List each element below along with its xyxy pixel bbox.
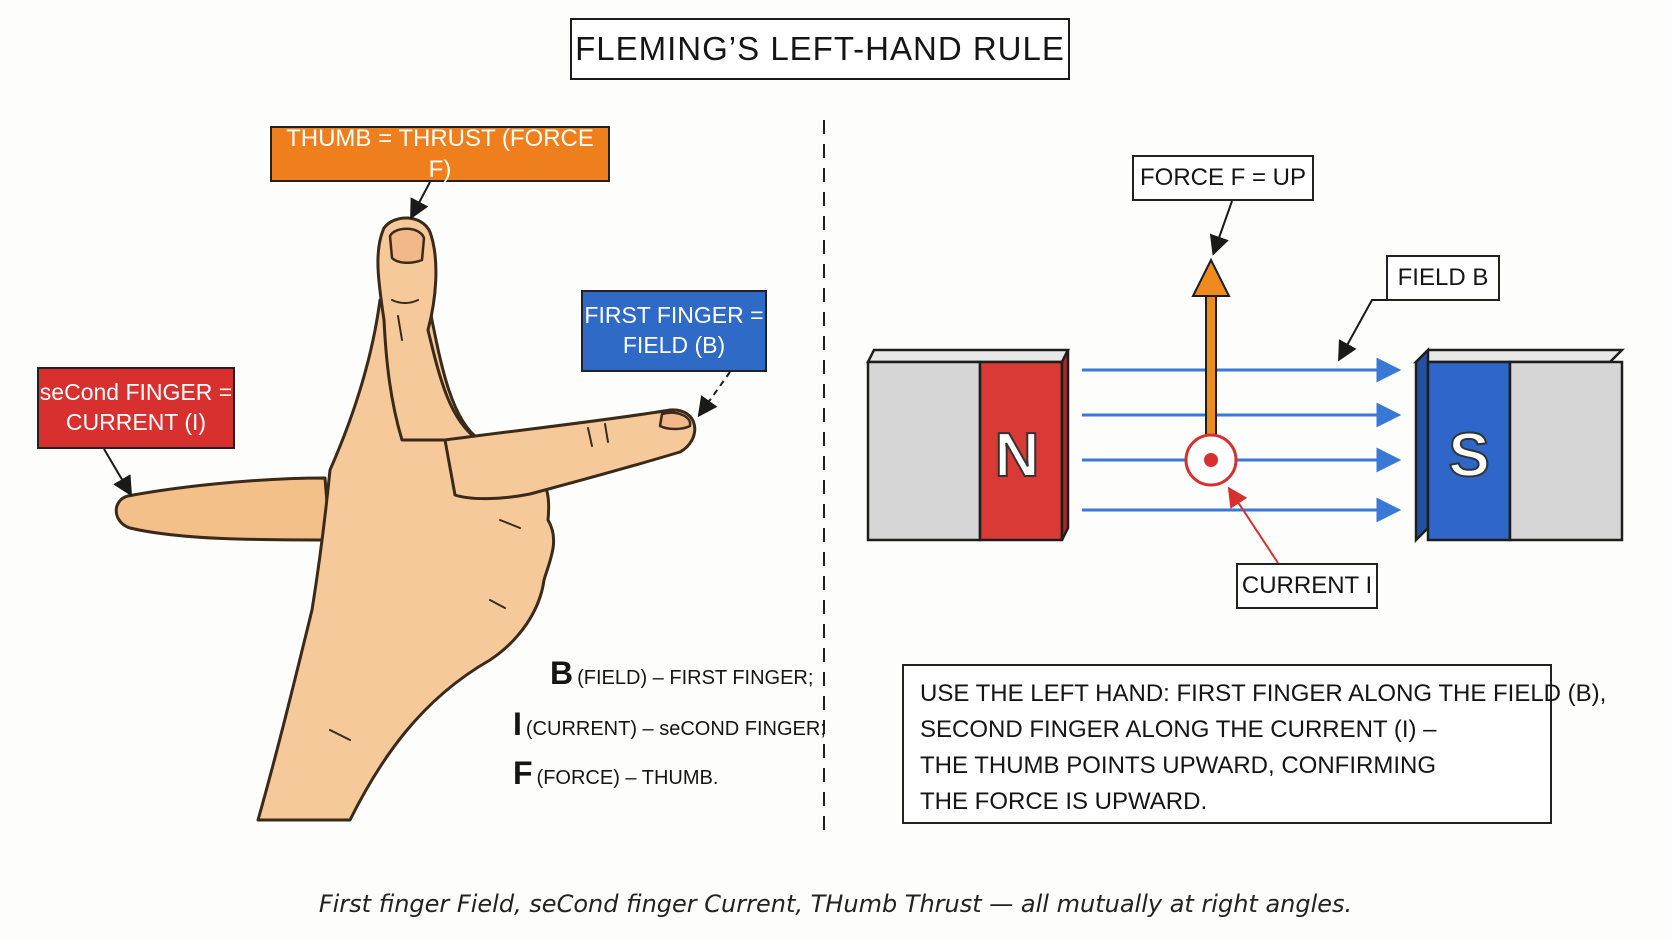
- palm: [256, 298, 556, 822]
- first-finger-label-line1: FIRST FINGER =: [584, 302, 764, 329]
- second-finger-label-pointer: [103, 448, 133, 497]
- legend-item-current: I(CURRENT) – seCOND FINGER;: [513, 706, 826, 743]
- figure-caption: First finger Field, seCond finger Curren…: [318, 890, 1353, 918]
- legend-text: (FORCE) – THUMB.: [536, 767, 719, 789]
- north-pole-letter: N: [995, 421, 1040, 490]
- first-finger-label-pointer: [697, 371, 731, 418]
- thumb-label-pointer: [410, 181, 431, 220]
- summary-line: USE THE LEFT HAND: FIRST FINGER ALONG TH…: [920, 680, 1607, 707]
- first-finger-label-line2: FIELD (B): [622, 332, 726, 358]
- legend-text: (CURRENT) – seCOND FINGER;: [525, 718, 826, 740]
- thumb: [376, 216, 480, 442]
- thumb-label: THUMB = THRUST (FORCE F): [270, 125, 610, 183]
- south-pole-letter: S: [1448, 421, 1489, 490]
- current-label: CURRENT I: [1236, 563, 1378, 609]
- legend-symbol: B: [550, 655, 574, 691]
- legend-item-force: F(FORCE) – THUMB.: [513, 755, 718, 792]
- force-label-pointer: [1209, 200, 1233, 256]
- south-magnet: [1412, 346, 1626, 544]
- field-label: FIELD B: [1386, 255, 1500, 301]
- first-finger-nail: [658, 411, 692, 431]
- second-finger-label: seCond FINGER = CURRENT (I): [37, 367, 235, 449]
- legend-text: (FIELD) – FIRST FINGER;: [577, 667, 814, 689]
- legend-symbol: F: [513, 755, 533, 791]
- legend-item-field: B(FIELD) – FIRST FINGER;: [550, 655, 813, 692]
- summary-line: SECOND FINGER ALONG THE CURRENT (I) –: [920, 716, 1437, 743]
- summary-box: USE THE LEFT HAND: FIRST FINGER ALONG TH…: [902, 664, 1607, 824]
- page-title: FLEMING’S LEFT-HAND RULE: [570, 18, 1070, 80]
- left-hand-illustration: [114, 216, 697, 822]
- legend-symbol: I: [513, 706, 522, 742]
- current-label-pointer: [1227, 486, 1279, 564]
- magnetic-field-lines: [1082, 357, 1402, 523]
- current-out-of-page-symbol: [1184, 433, 1238, 487]
- force-arrow: [1191, 257, 1231, 439]
- field-label-pointer: [1338, 299, 1386, 362]
- first-finger: [443, 408, 697, 501]
- second-finger-label-line2: CURRENT (I): [65, 409, 207, 435]
- second-finger: [114, 476, 332, 542]
- first-finger-label: FIRST FINGER = FIELD (B): [581, 290, 767, 372]
- summary-line: THE THUMB POINTS UPWARD, CONFIRMING: [920, 752, 1436, 779]
- summary-line: THE FORCE IS UPWARD.: [920, 788, 1208, 815]
- second-finger-label-line1: seCond FINGER =: [39, 379, 233, 406]
- force-label: FORCE F = UP: [1132, 155, 1314, 201]
- thumb-nail: [388, 227, 426, 264]
- north-magnet: [865, 348, 1071, 542]
